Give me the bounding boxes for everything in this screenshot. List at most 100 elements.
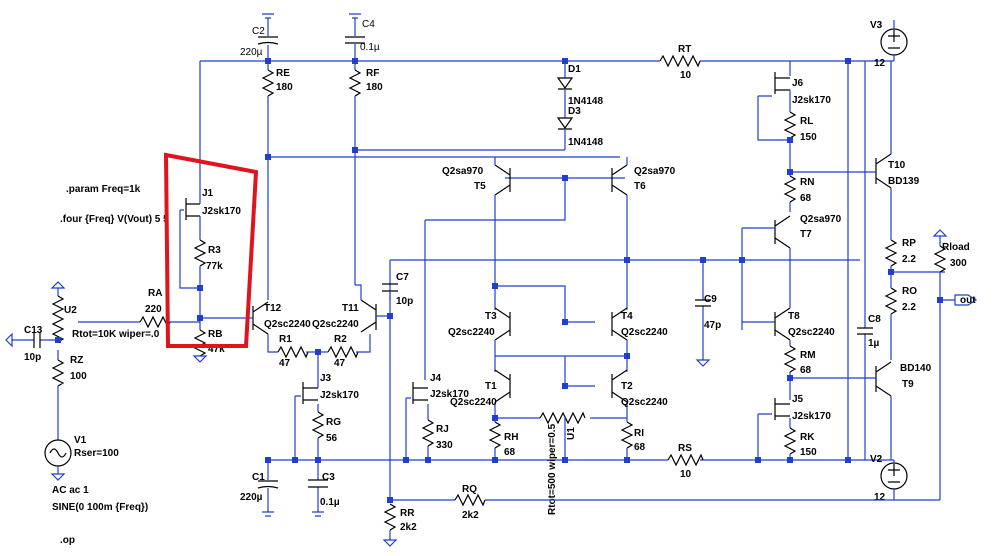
potentiometer-U2: U2 Rtot=10K wiper=.0 bbox=[50, 281, 160, 360]
C8-name: C8 bbox=[868, 314, 881, 325]
cap-C2: C2 220µ bbox=[240, 13, 279, 61]
R1-name: R1 bbox=[279, 334, 292, 345]
RB-name: RB bbox=[208, 329, 222, 340]
D1-name: D1 bbox=[568, 64, 581, 75]
RR-value: 2k2 bbox=[400, 522, 417, 533]
RL-name: RL bbox=[800, 116, 813, 127]
RH-name: RH bbox=[504, 432, 518, 443]
transistor-T12: T12 Q2sc2240 bbox=[200, 301, 311, 353]
diode-D3: D3 1N4148 bbox=[556, 106, 603, 148]
T2-name: T2 bbox=[621, 381, 633, 392]
RB-value: 47k bbox=[208, 344, 225, 355]
T9-value: BD140 bbox=[900, 363, 932, 374]
resistor-Rload: Rload 300 bbox=[932, 229, 970, 500]
R3-name: R3 bbox=[208, 245, 221, 256]
RF-name: RF bbox=[366, 68, 379, 79]
T7-value: Q2sa970 bbox=[800, 214, 842, 225]
RP-name: RP bbox=[902, 238, 916, 249]
V1-sine: SINE(0 100m {Freq}) bbox=[52, 502, 148, 513]
R2-value: 47 bbox=[334, 358, 346, 369]
T2-value: Q2sc2240 bbox=[621, 397, 668, 408]
output-port: out bbox=[954, 294, 978, 306]
RQ-value: 2k2 bbox=[462, 510, 479, 521]
RT-name: RT bbox=[678, 44, 691, 55]
J6-name: J6 bbox=[792, 78, 804, 89]
T11-value: Q2sc2240 bbox=[312, 319, 359, 330]
op-directive: .op bbox=[60, 535, 75, 546]
C13-name: C13 bbox=[24, 325, 43, 336]
RL-value: 150 bbox=[800, 132, 817, 143]
resistor-RL: RL 150 bbox=[783, 90, 817, 172]
T6-value: Q2sa970 bbox=[634, 166, 676, 177]
J3-name: J3 bbox=[320, 373, 332, 384]
C7-value: 10p bbox=[396, 296, 413, 307]
resistor-RH: RH 68 bbox=[488, 417, 540, 460]
T12-value: Q2sc2240 bbox=[264, 319, 311, 330]
cap-C3: C3 0.1µ bbox=[308, 460, 340, 517]
resistor-RN: RN 68 bbox=[783, 171, 860, 212]
T1-name: T1 bbox=[485, 381, 497, 392]
U2-value: Rtot=10K wiper=.0 bbox=[72, 329, 160, 340]
J4-name: J4 bbox=[430, 373, 442, 384]
RM-value: 68 bbox=[800, 365, 812, 376]
RK-name: RK bbox=[800, 432, 815, 443]
T8-name: T8 bbox=[788, 311, 800, 322]
RS-value: 10 bbox=[680, 469, 692, 480]
C7-name: C7 bbox=[396, 272, 409, 283]
transistor-T6: Q2sa970 T6 bbox=[611, 157, 676, 310]
cap-C8: C8 1µ bbox=[857, 61, 881, 460]
resistor-RP: RP 2.2 bbox=[884, 238, 916, 288]
C1-value: 220µ bbox=[240, 492, 263, 503]
V1-name: V1 bbox=[74, 435, 87, 446]
T7-name: T7 bbox=[800, 229, 812, 240]
highlight-frame bbox=[163, 152, 259, 348]
jfet-J5: J5 J2sk170 bbox=[757, 394, 831, 460]
C13-value: 10p bbox=[24, 352, 41, 363]
transistor-T7: Q2sa970 T7 bbox=[741, 214, 842, 330]
transistor-T2: T2 Q2sc2240 bbox=[611, 369, 668, 418]
T3-value: Q2sc2240 bbox=[448, 327, 495, 338]
RO-name: RO bbox=[902, 286, 917, 297]
T4-value: Q2sc2240 bbox=[621, 327, 668, 338]
cap-C4: C4 0.1µ bbox=[345, 13, 380, 61]
potentiometer-U1: U1 Rtot=500 wiper=0.5 bbox=[539, 411, 586, 515]
V3-name: V3 bbox=[870, 20, 883, 31]
R1-value: 47 bbox=[279, 358, 291, 369]
RO-value: 2.2 bbox=[902, 302, 916, 313]
resistor-RI: RI 68 bbox=[590, 417, 646, 460]
U2-name: U2 bbox=[64, 305, 77, 316]
T4-name: T4 bbox=[621, 311, 633, 322]
U1-name: U1 bbox=[566, 427, 577, 440]
RG-name: RG bbox=[326, 417, 341, 428]
C9-name: C9 bbox=[704, 294, 717, 305]
R2-name: R2 bbox=[334, 334, 347, 345]
C9-value: 47p bbox=[704, 320, 721, 331]
output-label: out bbox=[960, 295, 976, 306]
resistor-RB: RB 47k bbox=[192, 329, 225, 363]
jfet-J6: J6 J2sk170 bbox=[757, 61, 831, 141]
RK-value: 150 bbox=[800, 447, 817, 458]
D1-value: 1N4148 bbox=[568, 96, 603, 107]
four-directive: .four {Freq} V(Vout) 5 5 bbox=[60, 214, 169, 225]
resistor-RM: RM 68 bbox=[783, 345, 860, 400]
J3-value: J2sk170 bbox=[320, 390, 359, 401]
RH-value: 68 bbox=[504, 447, 516, 458]
T5-name: T5 bbox=[474, 181, 486, 192]
cap-C7: C7 10p bbox=[382, 272, 413, 500]
param-directive: .param Freq=1k bbox=[66, 184, 141, 195]
positive-rail bbox=[199, 60, 894, 170]
U1-value: Rtot=500 wiper=0.5 bbox=[547, 423, 558, 515]
resistor-RK: RK 150 bbox=[783, 427, 817, 460]
Rload-value: 300 bbox=[950, 258, 967, 269]
C1-name: C1 bbox=[252, 472, 265, 483]
T9-name: T9 bbox=[902, 379, 914, 390]
T6-name: T6 bbox=[634, 181, 646, 192]
source-V3: V3 12 bbox=[870, 20, 908, 69]
J1-value: J2sk170 bbox=[202, 206, 241, 217]
C8-value: 1µ bbox=[868, 338, 880, 349]
resistor-RF: RF 180 bbox=[348, 61, 383, 285]
V2-name: V2 bbox=[870, 454, 883, 465]
J6-value: J2sk170 bbox=[792, 95, 831, 106]
RI-value: 68 bbox=[634, 442, 646, 453]
transistor-T3: T3 Q2sc2240 bbox=[448, 285, 595, 372]
